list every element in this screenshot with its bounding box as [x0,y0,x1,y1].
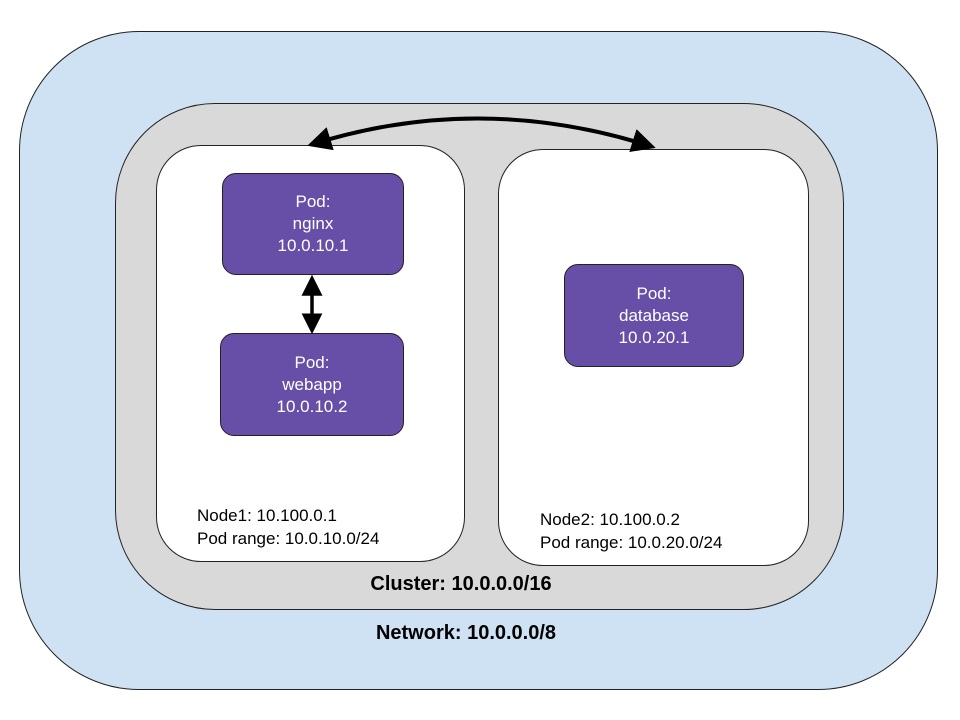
pod-nginx-title: Pod: [295,192,331,211]
node2-pod-range: Pod range: 10.0.20.0/24 [540,533,723,552]
node-to-node-arrow [307,116,656,152]
pod-webapp-ip: 10.0.10.2 [276,396,348,416]
pod-webapp-name: webapp [282,374,342,394]
network-label: Network: 10.0.0.0/8 [375,622,557,644]
node1-pod-range: Pod range: 10.0.10.0/24 [197,529,380,548]
pod-nginx: Pod: nginx 10.0.10.1 [222,173,404,275]
pod-database-title: Pod: [636,283,672,303]
pod-database-name: database [619,305,689,325]
pod-nginx-ip: 10.0.10.1 [277,236,349,255]
pod-database-ip: 10.0.20.1 [618,327,690,347]
node2-address: Node2: 10.100.0.2 [540,510,680,529]
pod-webapp: Pod: webapp 10.0.10.2 [220,333,404,436]
pod-nginx-name: nginx [292,214,334,233]
cluster-label: Cluster: 10.0.0.0/16 [370,573,552,595]
node1-info: Node1: 10.100.0.1 Pod range: 10.0.10.0/2… [197,504,379,550]
pod-webapp-title: Pod: [294,352,330,372]
node1-address: Node1: 10.100.0.1 [197,506,337,525]
node2-info: Node2: 10.100.0.2 Pod range: 10.0.20.0/2… [540,508,722,554]
pod-database: Pod: database 10.0.20.1 [564,264,744,367]
